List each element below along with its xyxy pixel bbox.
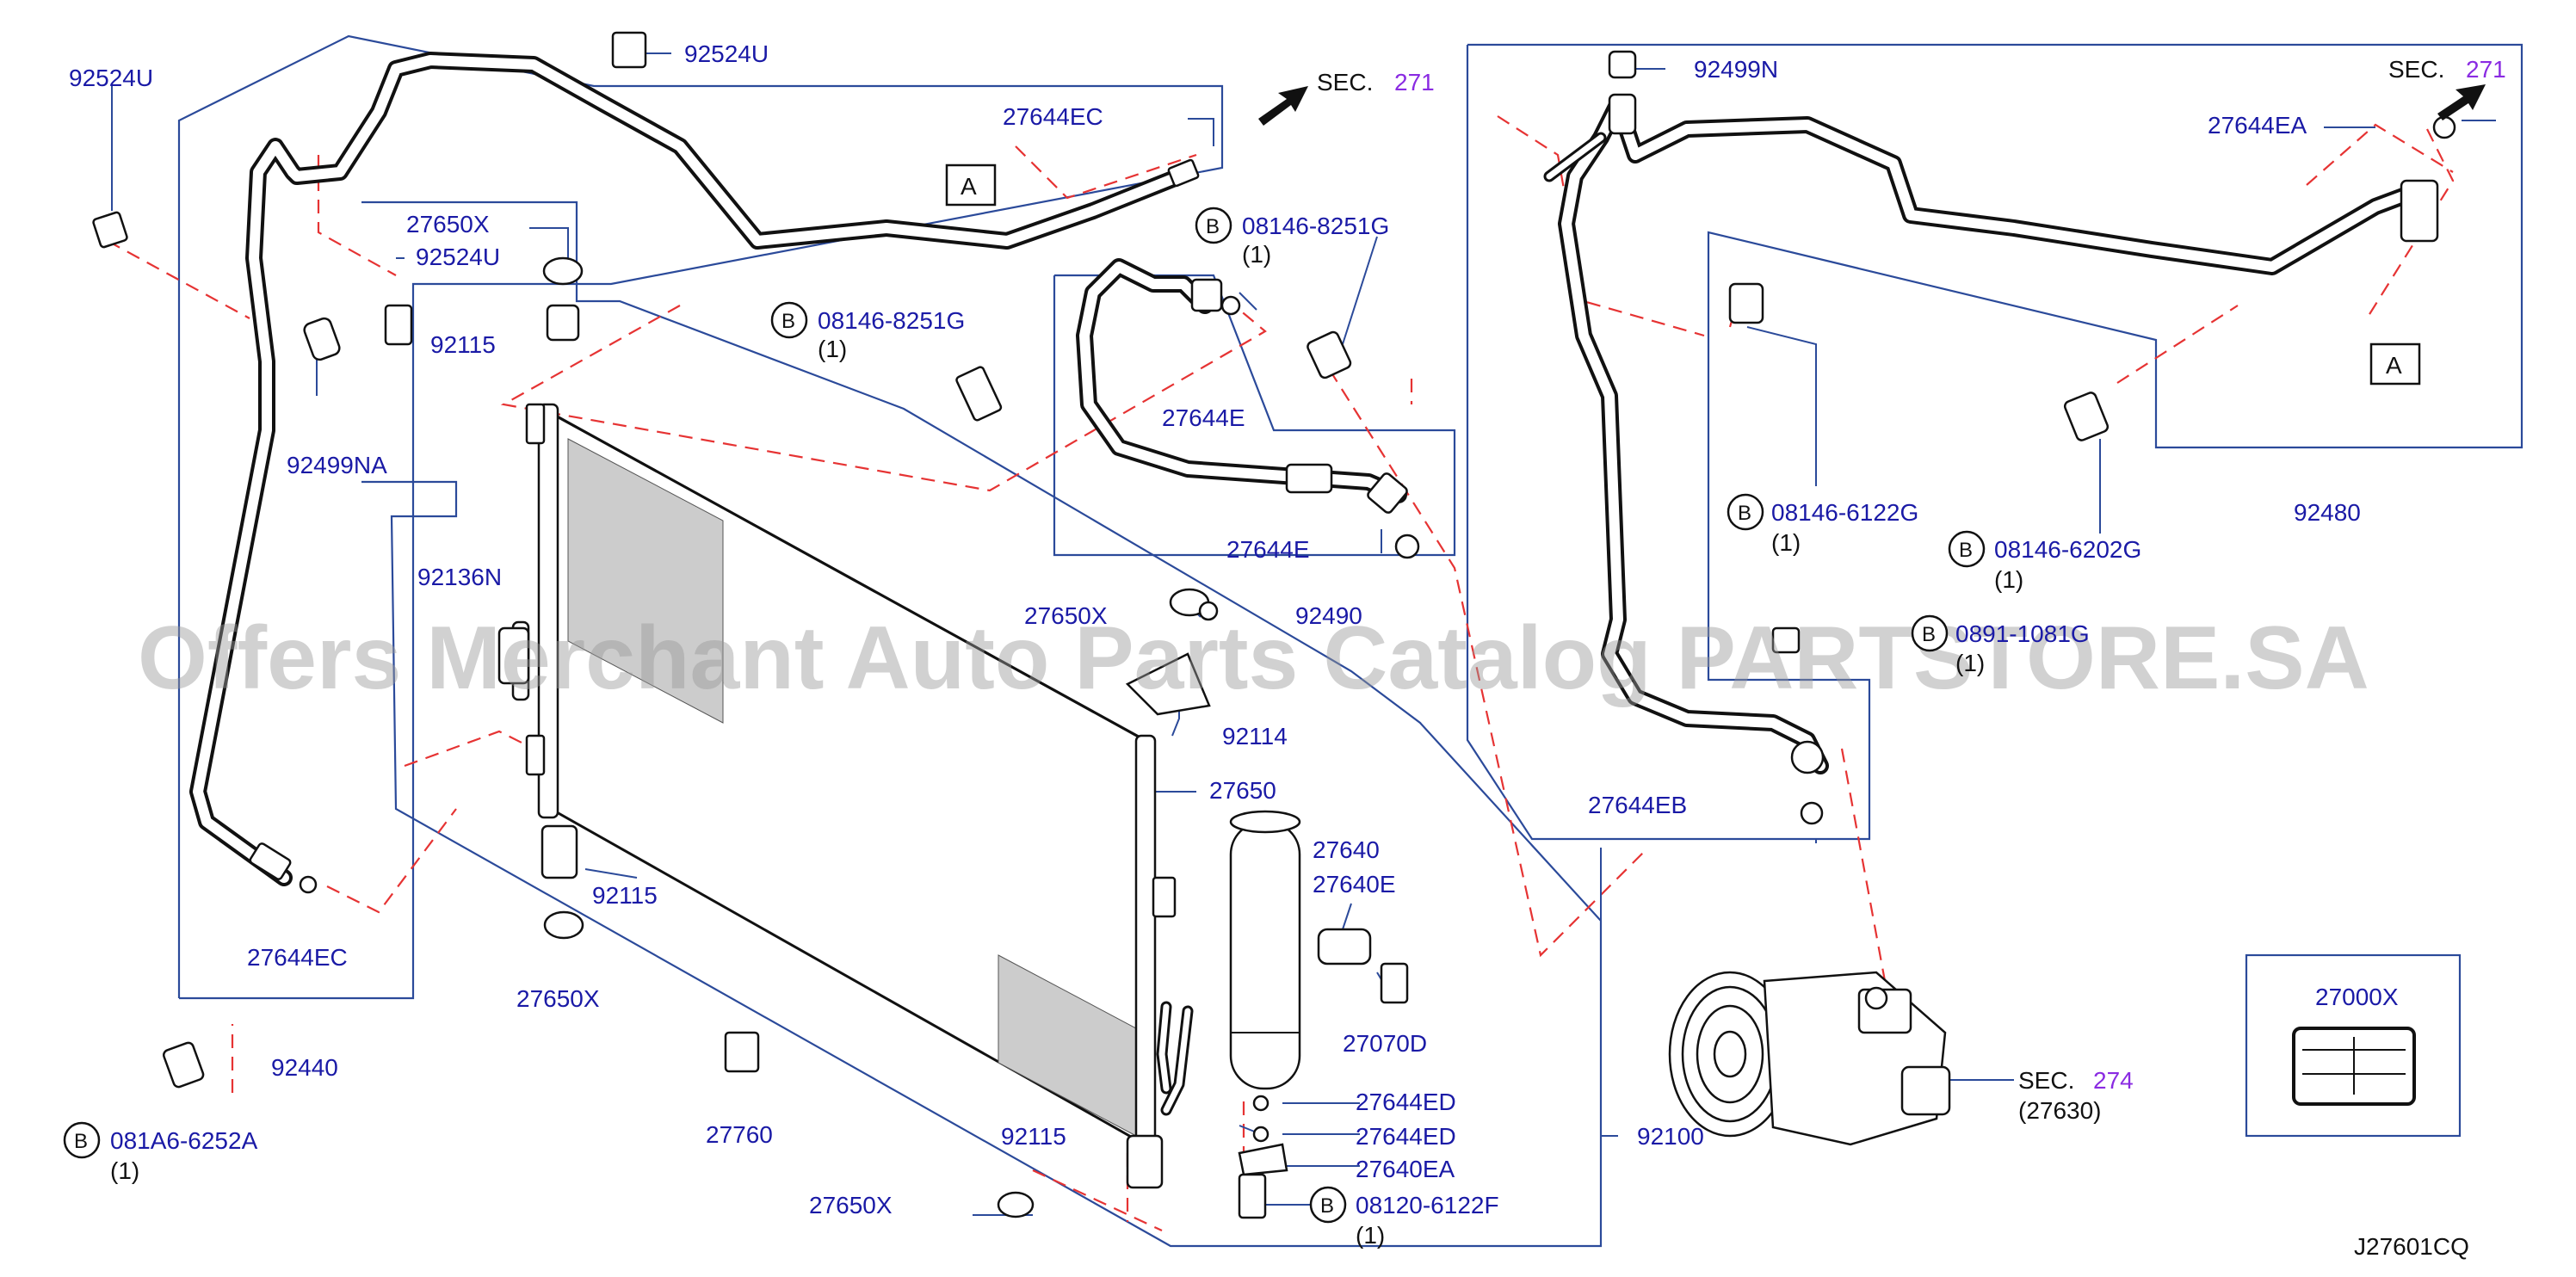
svg-text:B: B	[1738, 502, 1751, 525]
svg-text:B: B	[1922, 623, 1936, 646]
svg-text:B: B	[1320, 1194, 1334, 1218]
label-27644ED-a[interactable]: 27644ED	[1356, 1089, 1456, 1115]
label-27644E-b[interactable]: 27644E	[1226, 536, 1310, 563]
label-92100[interactable]: 92100	[1637, 1123, 1704, 1150]
label-08146-8251G-b-qty: (1)	[1242, 241, 1271, 268]
label-0891-1081G[interactable]: 0891-1081G	[1955, 620, 2090, 647]
label-081A6-qty: (1)	[110, 1157, 139, 1184]
label-27644ED-b[interactable]: 27644ED	[1356, 1123, 1456, 1150]
label-08146-8251G-a-qty: (1)	[818, 336, 847, 362]
label-08120-qty: (1)	[1356, 1222, 1385, 1249]
label-27640[interactable]: 27640	[1313, 836, 1380, 863]
label-08146-8251G-b[interactable]: 08146-8251G	[1242, 213, 1389, 239]
label-27000X[interactable]: 27000X	[2315, 984, 2399, 1010]
receiver-drier-27640	[1229, 810, 1301, 1090]
drawing-id: J27601CQ	[2354, 1233, 2469, 1260]
label-92524U-left[interactable]: 92524U	[69, 65, 153, 91]
label-92115-a[interactable]: 92115	[430, 331, 496, 358]
label-27650[interactable]: 27650	[1209, 777, 1276, 804]
svg-text:B: B	[781, 310, 795, 333]
pipe-92480	[1543, 95, 2439, 774]
label-27640EA[interactable]: 27640EA	[1356, 1156, 1455, 1182]
label-92490[interactable]: 92490	[1295, 602, 1362, 629]
label-27650X-d[interactable]: 27650X	[809, 1192, 893, 1218]
callout-b-markers: B B B B B B B	[63, 207, 1986, 1224]
svg-text:B: B	[74, 1130, 88, 1153]
frame-92480	[1466, 43, 2523, 841]
label-92440[interactable]: 92440	[271, 1054, 338, 1081]
svg-text:B: B	[1206, 215, 1220, 238]
label-92115-b[interactable]: 92115	[592, 882, 658, 909]
section-refs[interactable]: SEC. 271 SEC. 271 SEC. 274 (27630)	[1317, 56, 2506, 1124]
watermark: Offers Merchant Auto Parts Catalog PARTS…	[138, 608, 2369, 708]
label-0891-qty: (1)	[1955, 650, 1985, 676]
hose-92490	[1076, 258, 1408, 514]
callout-a-left: A	[961, 173, 977, 200]
sec-ref-prefix-3: SEC.	[2018, 1067, 2074, 1094]
label-27644EA[interactable]: 27644EA	[2208, 112, 2307, 139]
label-08146-6202G[interactable]: 08146-6202G	[1994, 536, 2141, 563]
label-92524U-top[interactable]: 92524U	[684, 40, 769, 67]
label-27650X-b[interactable]: 27650X	[516, 985, 600, 1012]
sec-ref-271-right[interactable]: 271	[2466, 56, 2506, 83]
label-08120-6122F[interactable]: 08120-6122F	[1356, 1192, 1499, 1218]
frame-92490	[1053, 274, 1456, 557]
label-27644EB[interactable]: 27644EB	[1588, 792, 1687, 818]
sec-ref-274[interactable]: 274	[2093, 1067, 2134, 1094]
label-27070D[interactable]: 27070D	[1343, 1030, 1427, 1057]
arrow-icon	[1258, 86, 1308, 126]
condenser-27650	[525, 403, 1194, 1151]
sec-ref-prefix-2: SEC.	[2388, 56, 2444, 83]
sec-ref-27630: (27630)	[2018, 1097, 2102, 1124]
label-92499NA[interactable]: 92499NA	[287, 452, 387, 478]
label-92114[interactable]: 92114	[1222, 723, 1288, 750]
compressor-27630	[1668, 971, 1951, 1146]
label-27650X-c[interactable]: 27650X	[1024, 602, 1108, 629]
label-92524U-mid[interactable]: 92524U	[416, 244, 500, 270]
label-27644E-a[interactable]: 27644E	[1162, 404, 1245, 431]
label-27644EC-bottom[interactable]: 27644EC	[247, 944, 348, 971]
label-92480[interactable]: 92480	[2294, 499, 2361, 526]
label-08146-6122G-qty: (1)	[1771, 529, 1801, 556]
sec-ref-271-left[interactable]: 271	[1394, 69, 1435, 96]
label-92115-c[interactable]: 92115	[1001, 1123, 1066, 1150]
label-27640E[interactable]: 27640E	[1313, 871, 1396, 898]
callout-a-right: A	[2386, 352, 2402, 379]
pipe-92440	[189, 52, 1200, 886]
frame-92440	[177, 34, 1224, 1000]
label-27650X-a[interactable]: 27650X	[406, 211, 490, 238]
sec-ref-prefix-1: SEC.	[1317, 69, 1373, 96]
small-parts	[92, 31, 2456, 1219]
label-27644EC-top[interactable]: 27644EC	[1003, 103, 1103, 130]
label-92136N[interactable]: 92136N	[417, 564, 502, 590]
label-08146-6202G-qty: (1)	[1994, 566, 2023, 593]
arrow-icon	[2437, 84, 2486, 120]
label-081A6-6252A[interactable]: 081A6-6252A	[110, 1127, 258, 1154]
label-92499N[interactable]: 92499N	[1694, 56, 1778, 83]
callout-box-a-left	[945, 163, 997, 207]
part-labels[interactable]: 92524U 92524U 92524U 27644EC 27644EC 276…	[69, 40, 2399, 1249]
svg-text:B: B	[1959, 539, 1973, 562]
callout-box-a-right	[2369, 342, 2421, 386]
label-27760[interactable]: 27760	[706, 1121, 773, 1148]
label-08146-6122G[interactable]: 08146-6122G	[1771, 499, 1918, 526]
label-08146-8251G-a[interactable]: 08146-8251G	[818, 307, 965, 334]
